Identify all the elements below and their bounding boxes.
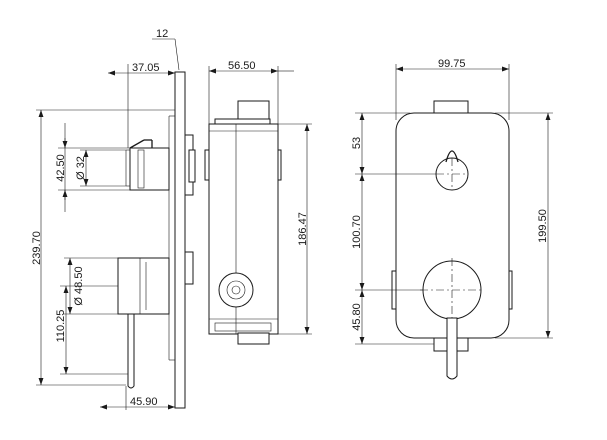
dim-bottom-depth: 45.90: [100, 386, 175, 410]
cartridge-outlet: [218, 272, 254, 308]
dim-front-width: 99.75: [395, 58, 510, 120]
fixing-lug-bottom: [184, 251, 194, 285]
dim-label-12: 12: [156, 28, 168, 40]
lower-knob-side: [117, 257, 170, 389]
dim-label-199-50: 199.50: [537, 209, 549, 243]
dim-lower-offset: 110.25: [55, 285, 128, 375]
front-view: 99.75 53 100.70 45.80 199.50: [351, 58, 553, 380]
lever-handle-side: [127, 313, 135, 389]
dim-label-99-75: 99.75: [438, 58, 466, 70]
body-top-stub: [237, 100, 270, 122]
dim-label-37-05: 37.05: [132, 62, 160, 74]
dim-label-239-70: 239.70: [31, 231, 43, 265]
wall-plate: [174, 71, 186, 409]
dim-label-53: 53: [351, 137, 363, 149]
body-view: 56.50 186.47: [204, 60, 312, 345]
dim-label-42-50: 42.50: [55, 154, 67, 182]
dim-front-total-height: 199.50: [495, 112, 553, 339]
dim-label-45-80: 45.80: [351, 303, 363, 331]
dim-label-45-90: 45.90: [130, 396, 158, 408]
dim-label-100-70: 100.70: [351, 215, 363, 249]
body-bottom-stub: [237, 332, 270, 345]
dim-front-left-chain: 53 100.70 45.80: [351, 112, 436, 345]
dim-upper-knob-height: 42.50: [55, 123, 130, 212]
dim-body-width: 56.50: [208, 60, 294, 124]
dim-label-56-50: 56.50: [228, 60, 256, 72]
dim-top-depth: 37.05: [108, 62, 175, 148]
dim-plate-thickness: 12: [152, 28, 180, 71]
lever-handle-front: [446, 317, 458, 380]
dim-label-186-47: 186.47: [297, 212, 309, 246]
dim-upper-knob-dia: Ø 32: [75, 149, 126, 187]
side-view: 12 37.05 239.70 42.50: [31, 28, 196, 410]
dim-label-dia-32: Ø 32: [75, 156, 87, 180]
dim-body-height: 186.47: [278, 123, 312, 335]
mixer-knob-front: [420, 258, 484, 380]
dim-label-110-25: 110.25: [55, 310, 67, 343]
dim-total-height-side: 239.70: [31, 109, 175, 386]
upper-knob-side: [125, 139, 170, 191]
